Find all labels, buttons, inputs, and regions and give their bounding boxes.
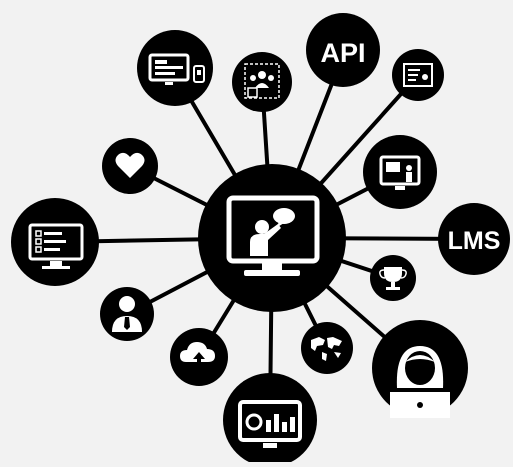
- satellite-heart[interactable]: [102, 138, 158, 194]
- satellite-api[interactable]: API: [306, 13, 380, 87]
- analytics-dashboard-monitor-icon: [238, 400, 302, 448]
- world-map-globe-icon: [311, 337, 342, 361]
- satellite-businessman[interactable]: [100, 287, 154, 341]
- monitor-with-panels-icon: [148, 53, 205, 85]
- heart-icon: [115, 152, 145, 178]
- hub-node[interactable]: [198, 164, 346, 312]
- satellite-cloud-upload[interactable]: [170, 328, 228, 386]
- satellite-checklist-monitor[interactable]: [11, 198, 99, 286]
- user-group-selection-icon: [244, 63, 280, 99]
- satellite-lms[interactable]: LMS: [438, 203, 510, 275]
- satellite-certificate[interactable]: [392, 49, 444, 101]
- lms-label: LMS: [448, 227, 501, 255]
- teacher-presentation-monitor-icon: [226, 195, 320, 276]
- satellite-screen-dashboard[interactable]: [137, 30, 213, 106]
- satellite-trophy[interactable]: [370, 255, 416, 301]
- satellite-user-group[interactable]: [232, 52, 292, 112]
- certificate-document-icon: [403, 63, 433, 87]
- api-label: API: [320, 38, 365, 68]
- businessman-avatar-icon: [112, 296, 142, 332]
- satellite-analytics[interactable]: [223, 373, 317, 467]
- checklist-monitor-icon: [28, 223, 84, 269]
- satellite-monitor-presenter[interactable]: [363, 135, 437, 209]
- cloud-upload-icon: [180, 342, 215, 367]
- monitor-presenter-icon: [379, 155, 421, 190]
- satellite-world-map[interactable]: [301, 322, 353, 374]
- satellite-support-agent[interactable]: [372, 320, 468, 418]
- support-agent-laptop-icon: [390, 346, 450, 418]
- trophy-icon: [379, 267, 407, 290]
